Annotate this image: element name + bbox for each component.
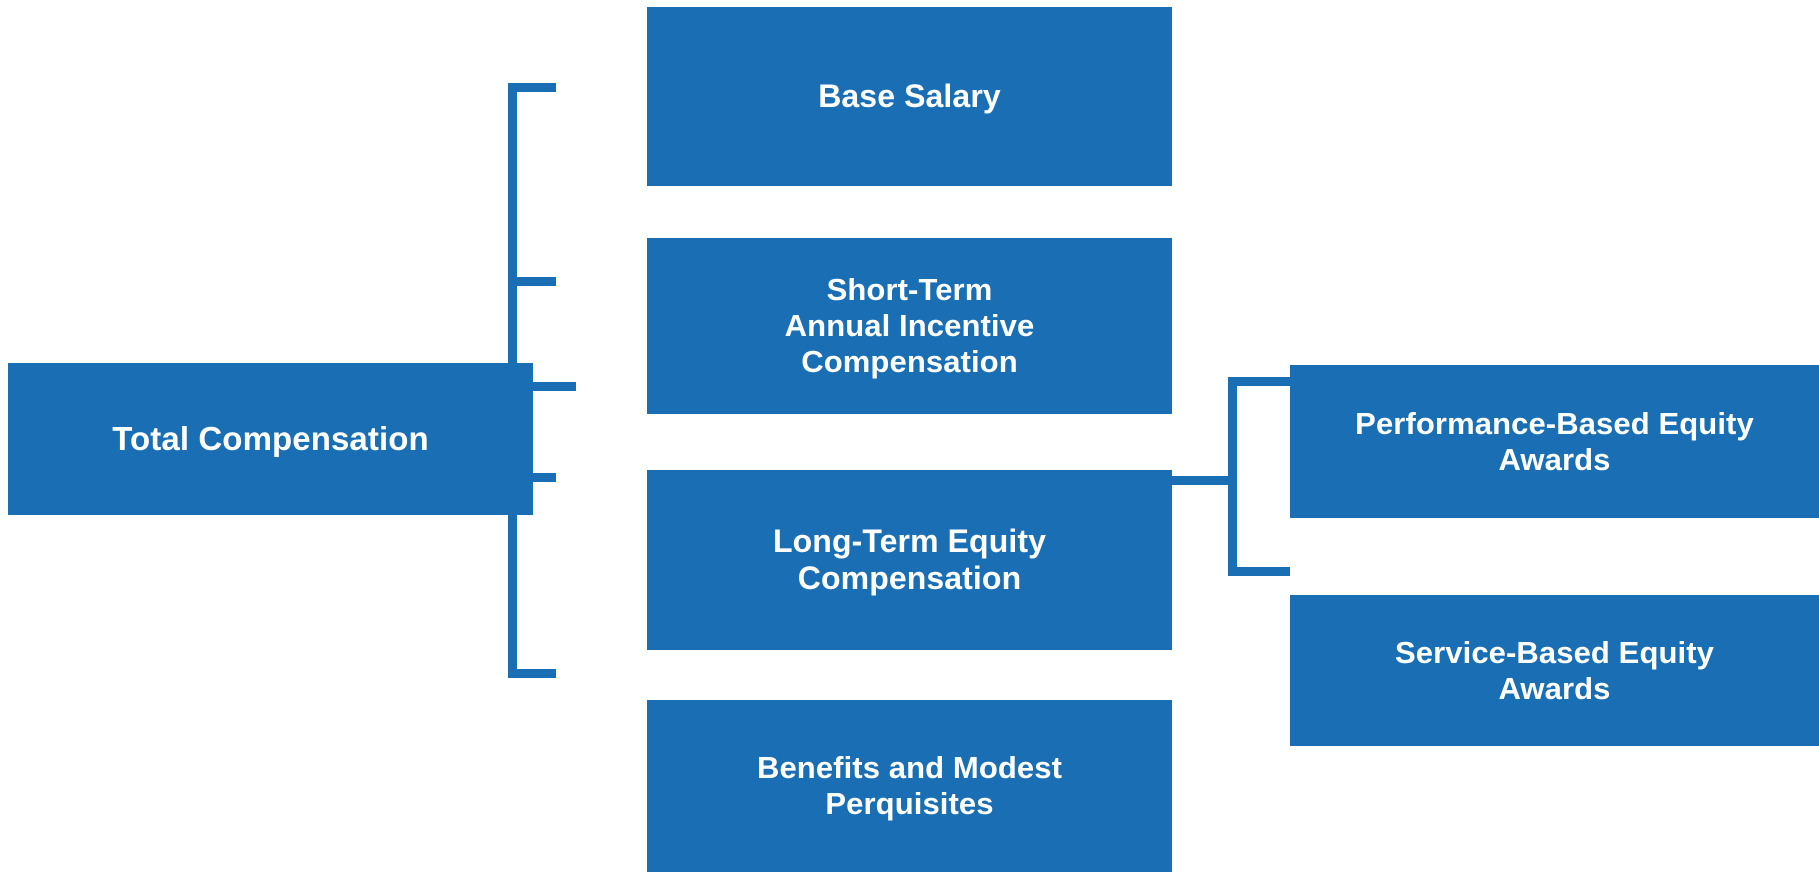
- node-total-compensation[interactable]: Total Compensation: [8, 363, 533, 515]
- connector-branch-service-equity: [1228, 567, 1290, 576]
- node-base-salary-label: Base Salary: [818, 77, 1001, 114]
- connector-long-term-to-right-trunk: [1172, 476, 1228, 485]
- node-long-term-equity-compensation[interactable]: Long-Term Equity Compensation: [647, 470, 1172, 650]
- node-performance-based-equity-awards[interactable]: Performance-Based Equity Awards: [1290, 365, 1819, 518]
- connector-branch-short-term: [508, 277, 556, 286]
- connector-right-vertical-trunk: [1228, 377, 1237, 576]
- node-benefits-and-modest-perquisites[interactable]: Benefits and Modest Perquisites: [647, 700, 1172, 872]
- node-service-based-equity-awards[interactable]: Service-Based Equity Awards: [1290, 595, 1819, 746]
- connector-branch-performance-equity: [1228, 377, 1290, 386]
- connector-root-to-trunk: [533, 382, 576, 391]
- node-benefits-label: Benefits and Modest Perquisites: [756, 750, 1063, 821]
- node-short-term-label: Short-Term Annual Incentive Compensation: [784, 272, 1035, 379]
- node-service-equity-label: Service-Based Equity Awards: [1394, 634, 1715, 706]
- node-long-term-label: Long-Term Equity Compensation: [773, 522, 1046, 596]
- connector-branch-benefits: [508, 669, 556, 678]
- node-short-term-annual-incentive-compensation[interactable]: Short-Term Annual Incentive Compensation: [647, 238, 1172, 414]
- node-performance-equity-label: Performance-Based Equity Awards: [1355, 405, 1754, 477]
- connector-branch-base-salary: [508, 83, 556, 92]
- node-base-salary[interactable]: Base Salary: [647, 7, 1172, 186]
- node-total-compensation-label: Total Compensation: [112, 419, 429, 457]
